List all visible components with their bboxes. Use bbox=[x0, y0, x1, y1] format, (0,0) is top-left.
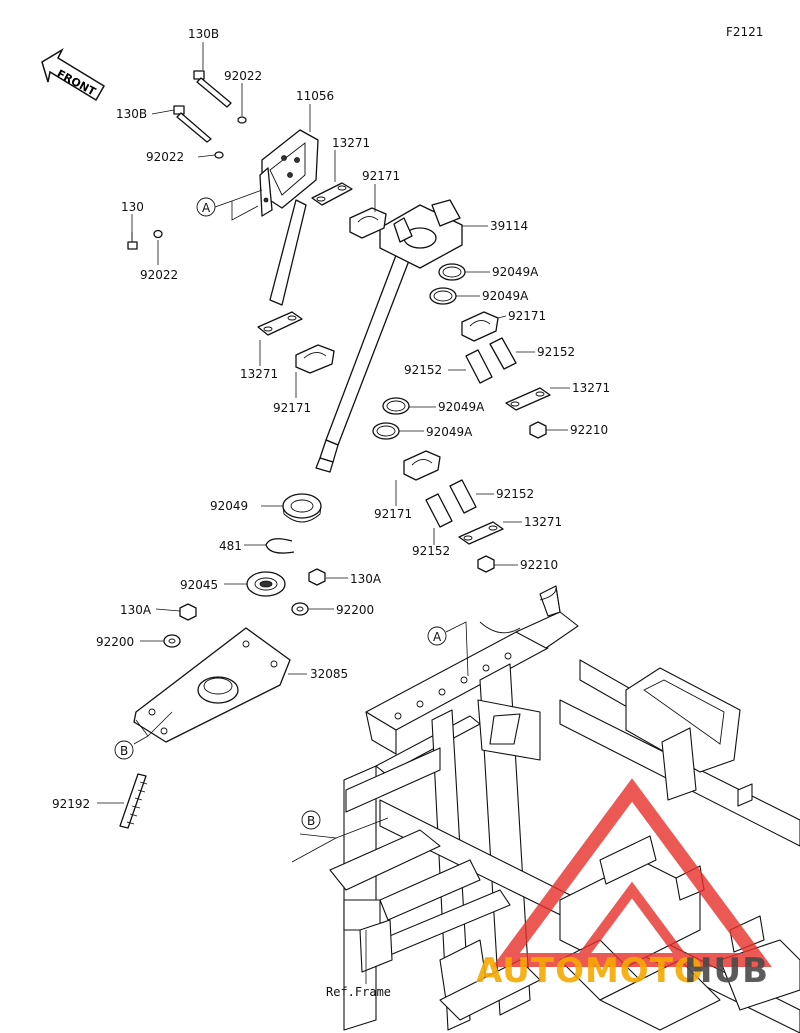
bolt-130 bbox=[127, 232, 138, 250]
label-92022-3: 92022 bbox=[140, 268, 178, 282]
washer-92022-lower bbox=[153, 229, 163, 239]
label-481: 481 bbox=[219, 539, 242, 553]
plate-13271-right-lower bbox=[458, 521, 504, 545]
label-92200-2: 92200 bbox=[96, 635, 134, 649]
label-130b-1: 130B bbox=[188, 27, 219, 41]
label-92152-4: 92152 bbox=[412, 544, 450, 558]
svg-text:A: A bbox=[433, 630, 442, 644]
washer-92022-mid bbox=[214, 151, 224, 159]
callout-a-upper: A bbox=[196, 197, 216, 217]
svg-text:B: B bbox=[120, 744, 128, 758]
watermark-text-secondary: HUB bbox=[684, 951, 769, 991]
label-13271-1: 13271 bbox=[332, 136, 370, 150]
label-92049: 92049 bbox=[210, 499, 248, 513]
label-92192: 92192 bbox=[52, 797, 90, 811]
label-92171-3: 92171 bbox=[273, 401, 311, 415]
plate-13271-right-upper bbox=[505, 387, 551, 411]
ref-frame: Ref.Frame bbox=[326, 930, 391, 999]
plate-13271-left bbox=[257, 311, 303, 336]
front-arrow-icon: FRONT bbox=[41, 48, 106, 102]
ref-frame-label: Ref.Frame bbox=[326, 985, 391, 999]
callout-b-frame: B bbox=[291, 810, 389, 863]
label-92171-4: 92171 bbox=[374, 507, 412, 521]
label-92171-1: 92171 bbox=[362, 169, 400, 183]
label-92049a-2: 92049A bbox=[482, 289, 529, 303]
label-32085: 32085 bbox=[310, 667, 348, 681]
label-92045: 92045 bbox=[180, 578, 218, 592]
label-92049a-1: 92049A bbox=[492, 265, 539, 279]
collar-92152-4 bbox=[425, 493, 453, 528]
seal-92049 bbox=[282, 493, 322, 523]
label-92152-1: 92152 bbox=[537, 345, 575, 359]
label-92022-1: 92022 bbox=[224, 69, 262, 83]
washer-92200-right bbox=[291, 602, 309, 616]
nut-92210-upper bbox=[529, 421, 547, 439]
label-130a-2: 130A bbox=[120, 603, 152, 617]
label-92049a-4: 92049A bbox=[426, 425, 473, 439]
label-92200-1: 92200 bbox=[336, 603, 374, 617]
label-13271-3: 13271 bbox=[240, 367, 278, 381]
label-13271-4: 13271 bbox=[524, 515, 562, 529]
part-labels: 130B 130B 92022 92022 92022 130 11056 13… bbox=[52, 27, 610, 811]
label-92022-2: 92022 bbox=[146, 150, 184, 164]
stud-92192 bbox=[119, 773, 148, 829]
leader-lines bbox=[97, 42, 570, 804]
label-39114: 39114 bbox=[490, 219, 528, 233]
washer-92200-left bbox=[163, 634, 181, 648]
washer-92022-upper bbox=[237, 116, 247, 124]
label-13271-2: 13271 bbox=[572, 381, 610, 395]
clamp-92171-left bbox=[295, 344, 335, 374]
collar-92152-2 bbox=[465, 349, 493, 384]
label-92152-2: 92152 bbox=[404, 363, 442, 377]
plate-13271-upper bbox=[311, 182, 353, 206]
bracket-11056 bbox=[259, 129, 319, 217]
clamp-92171-upper bbox=[349, 207, 387, 239]
holder-32085 bbox=[133, 627, 291, 743]
label-92171-2: 92171 bbox=[508, 309, 546, 323]
bolt-130a-right bbox=[308, 568, 326, 586]
nut-92210-lower bbox=[477, 555, 495, 573]
svg-text:A: A bbox=[202, 201, 211, 215]
label-130a-1: 130A bbox=[350, 572, 382, 586]
clamp-92171-right-lower bbox=[403, 450, 441, 481]
collar-92152-3 bbox=[449, 479, 477, 514]
ring-92049a-3 bbox=[382, 397, 410, 415]
circlip-481 bbox=[265, 538, 295, 554]
frame-assembly bbox=[329, 585, 800, 1033]
label-92210-2: 92210 bbox=[520, 558, 558, 572]
diagram-code: F2121 bbox=[726, 25, 763, 39]
steering-column-39114 bbox=[315, 199, 463, 473]
label-92152-3: 92152 bbox=[496, 487, 534, 501]
label-130: 130 bbox=[121, 200, 144, 214]
callout-a-frame: A bbox=[427, 621, 469, 677]
svg-text:B: B bbox=[307, 814, 315, 828]
watermark-text-primary: AUTOMOTO bbox=[476, 951, 704, 991]
callout-b-upper: B bbox=[114, 740, 134, 760]
bolt-130b-lower bbox=[173, 105, 212, 143]
label-11056: 11056 bbox=[296, 89, 334, 103]
bolt-130b-upper bbox=[193, 70, 232, 108]
label-92049a-3: 92049A bbox=[438, 400, 485, 414]
pitman-arm bbox=[269, 199, 307, 306]
watermark-logo bbox=[492, 778, 772, 967]
clamp-92171-right-upper bbox=[461, 311, 499, 342]
bolt-130a-left bbox=[179, 603, 197, 621]
collar-92152-1 bbox=[489, 337, 517, 370]
label-92210-1: 92210 bbox=[570, 423, 608, 437]
label-130b-2: 130B bbox=[116, 107, 147, 121]
bearing-92045 bbox=[246, 571, 286, 597]
